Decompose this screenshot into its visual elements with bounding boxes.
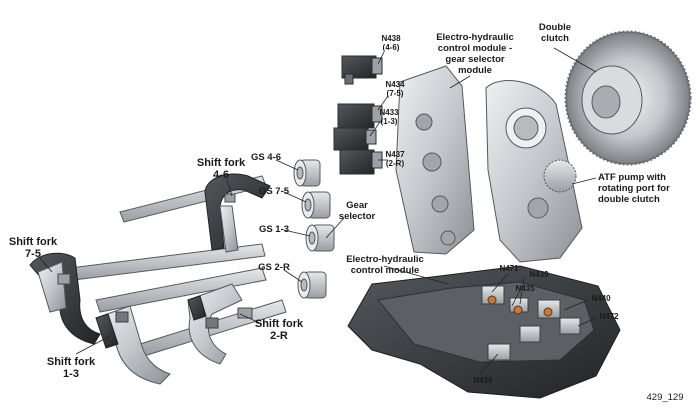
gear-selector-module-housing	[395, 65, 475, 255]
label-n439: N439	[529, 270, 549, 279]
gs-4-6-piston	[293, 159, 321, 187]
valve-n433	[333, 127, 377, 151]
label-gs-2-r: GS 2-R	[258, 262, 290, 273]
gs-1-3-piston	[305, 224, 335, 252]
shift-fork-2-r	[187, 283, 253, 365]
valve-n437	[339, 149, 383, 175]
solenoid-valves	[333, 55, 383, 175]
atf-pump-housing	[485, 80, 583, 263]
valve-n434	[337, 103, 383, 129]
label-gs-1-3: GS 1-3	[258, 224, 290, 235]
label-n472: N472	[599, 312, 619, 321]
gs-2-r-piston	[297, 271, 327, 299]
label-n433: N433(1-3)	[379, 108, 399, 126]
label-n435: N435	[515, 284, 535, 293]
valve-n438	[341, 55, 383, 85]
label-n437: N437(2-R)	[385, 150, 405, 168]
figure-id: 429_129	[646, 392, 684, 403]
label-ehcm-gear-selector-module: Electro-hydraulic control module - gear …	[436, 32, 514, 76]
control-module-plate	[347, 265, 621, 399]
shift-fork-4-6	[204, 173, 271, 253]
label-gs-7-5: GS 7-5	[258, 186, 290, 197]
label-atf-pump: ATF pump with rotating port for double c…	[598, 172, 670, 205]
label-n438: N438(4-6)	[381, 34, 401, 52]
shift-fork-1-3	[95, 305, 171, 385]
label-n471: N471	[499, 264, 519, 273]
leader-lines	[39, 47, 597, 375]
label-n440: N440	[591, 294, 611, 303]
label-n434: N434(7-5)	[385, 80, 405, 98]
double-clutch-drum	[564, 30, 692, 166]
shift-fork-7-5	[29, 252, 101, 345]
label-gs-4-6: GS 4-6	[250, 152, 282, 163]
gear-selector-pistons	[293, 159, 335, 299]
label-n436: N436	[473, 376, 493, 385]
gs-7-5-piston	[301, 191, 331, 219]
